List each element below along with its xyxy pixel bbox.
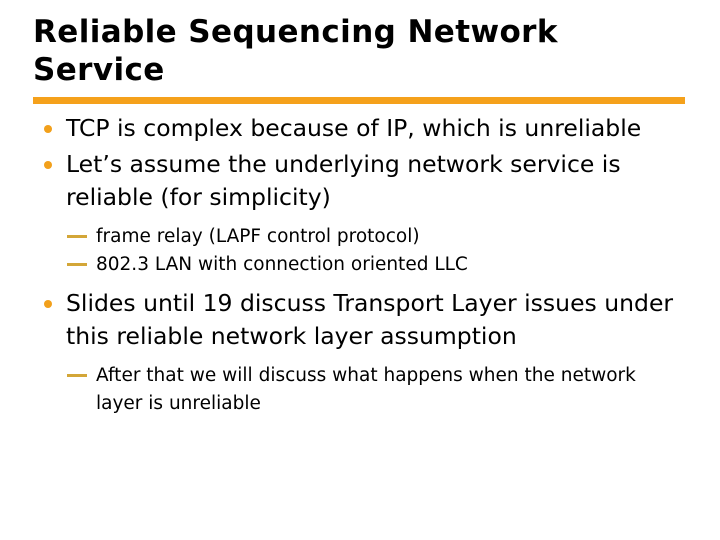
bullet-item-1: TCP is complex because of IP, which is u…: [33, 112, 688, 145]
bullet-item-1-text: TCP is complex because of IP, which is u…: [66, 114, 642, 142]
bullet-dot-icon: [44, 125, 52, 133]
sub-bullet-group-1: frame relay (LAPF control protocol) 802.…: [33, 223, 688, 279]
sub-bullet-item-3-text: After that we will discuss what happens …: [96, 365, 636, 414]
title-underline-rule: [33, 97, 685, 104]
sub-bullet-item-3: After that we will discuss what happens …: [33, 362, 688, 418]
em-dash-icon: [67, 235, 87, 238]
bullet-dot-icon: [44, 161, 52, 169]
bullet-item-2: Let’s assume the underlying network serv…: [33, 148, 688, 214]
em-dash-icon: [67, 263, 87, 266]
sub-bullet-item-1-text: frame relay (LAPF control protocol): [96, 226, 420, 247]
em-dash-icon: [67, 374, 87, 377]
slide-title: Reliable Sequencing Network Service: [33, 14, 558, 88]
sub-bullet-item-1: frame relay (LAPF control protocol): [33, 223, 688, 251]
sub-bullet-group-2: After that we will discuss what happens …: [33, 362, 688, 418]
sub-bullet-item-2-text: 802.3 LAN with connection oriented LLC: [96, 254, 468, 275]
slide-body: TCP is complex because of IP, which is u…: [33, 112, 688, 426]
sub-bullet-item-2: 802.3 LAN with connection oriented LLC: [33, 251, 688, 279]
bullet-item-3-text: Slides until 19 discuss Transport Layer …: [66, 289, 674, 350]
bullet-item-2-text: Let’s assume the underlying network serv…: [66, 150, 621, 211]
bullet-item-3: Slides until 19 discuss Transport Layer …: [33, 287, 688, 353]
bullet-dot-icon: [44, 300, 52, 308]
